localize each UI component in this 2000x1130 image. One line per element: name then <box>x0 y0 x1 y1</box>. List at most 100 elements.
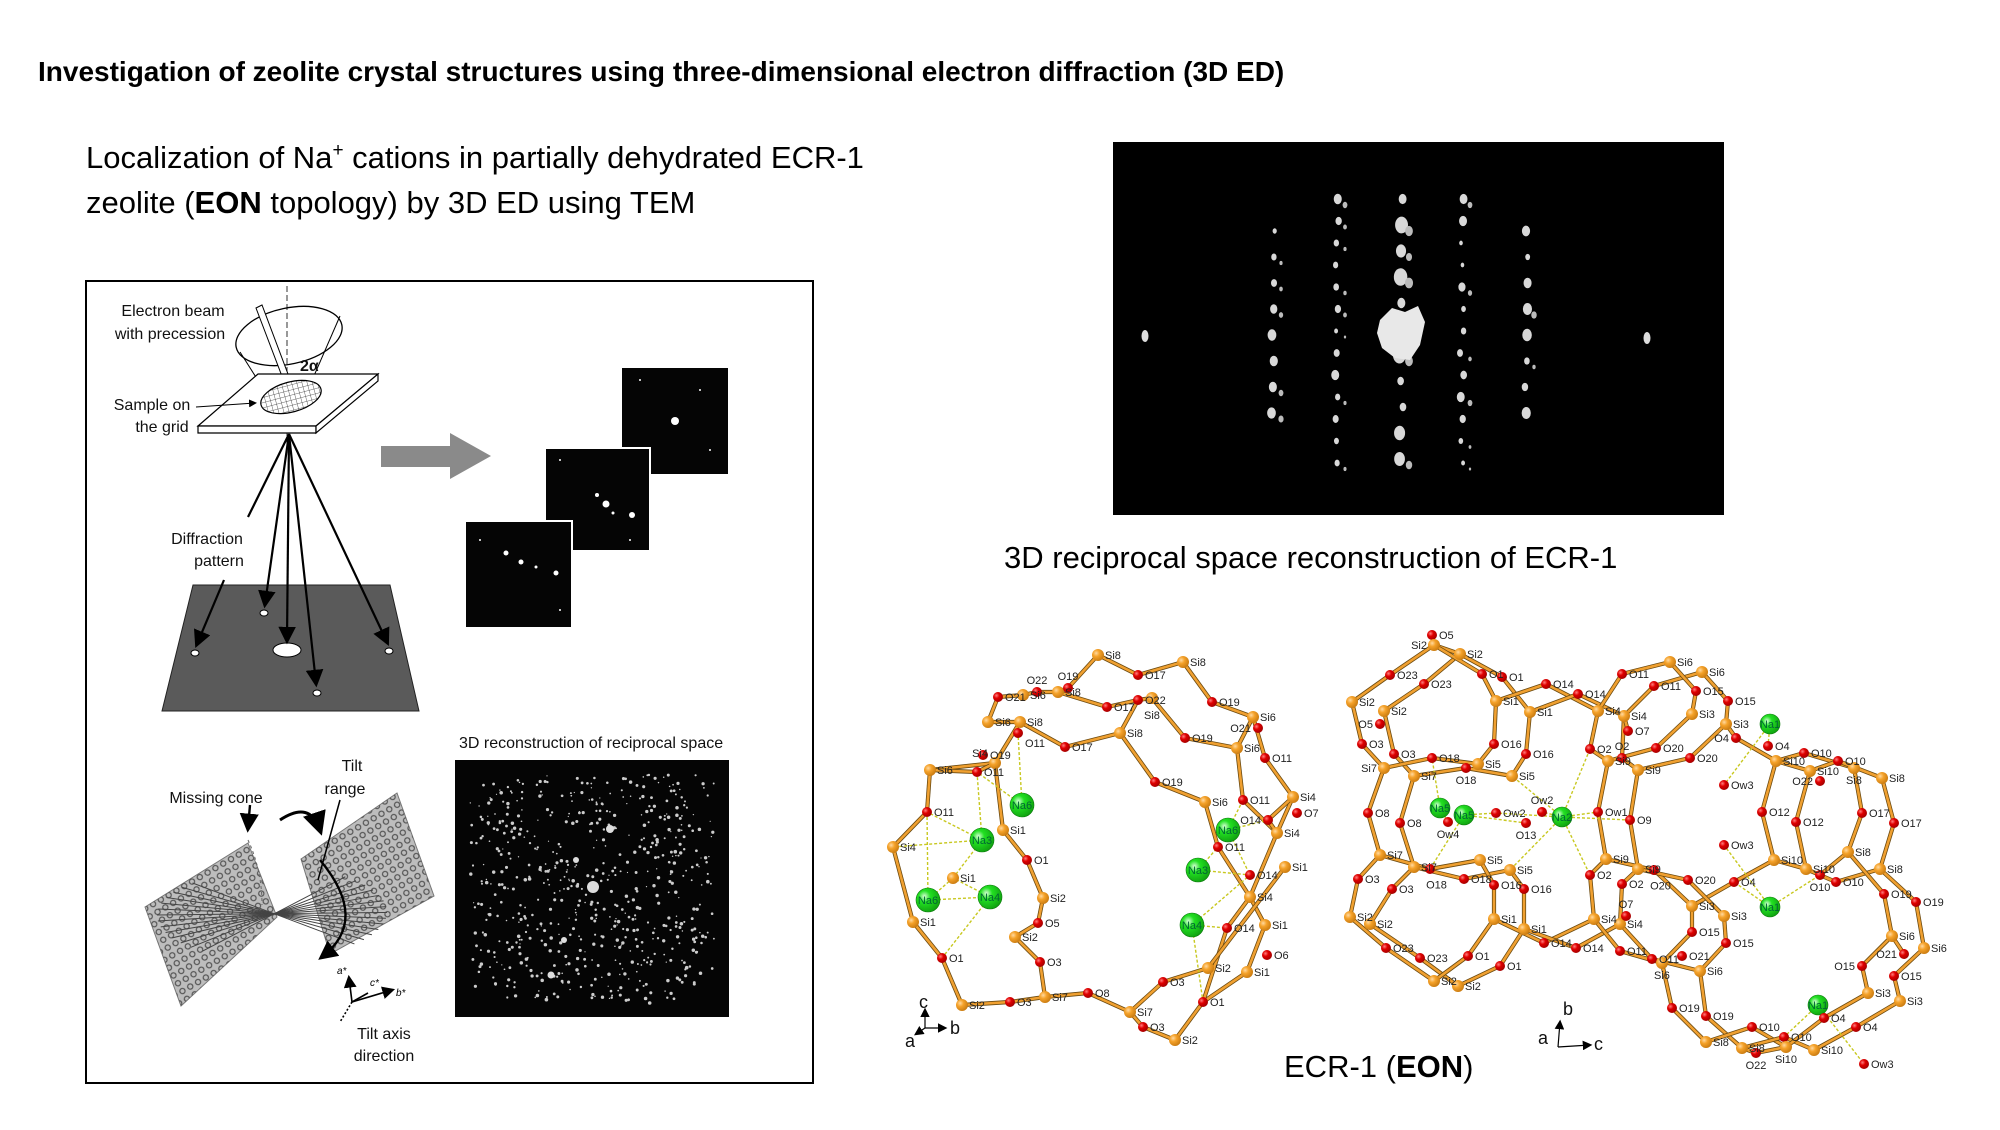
silicon-atom <box>947 872 959 884</box>
reconstruction-spot <box>648 805 651 808</box>
reconstruction-spot <box>693 927 697 931</box>
reconstruction-spot <box>684 800 686 803</box>
reconstruction-spot <box>640 814 643 816</box>
atom-label: O4 <box>1714 733 1729 745</box>
reconstruction-spot <box>649 845 653 849</box>
oxygen-atom <box>1387 884 1397 894</box>
oxygen-atom <box>1022 855 1032 865</box>
reconstruction-spot <box>543 929 547 933</box>
lattice-spot <box>1521 407 1531 419</box>
atom-label: O10 <box>1759 1022 1780 1034</box>
reconstruction-spot <box>656 937 660 940</box>
reconstruction-spot <box>525 964 528 967</box>
atom-label: O7 <box>1619 899 1634 911</box>
reconstruction-spot <box>580 781 584 785</box>
atom-label: Si7 <box>1387 850 1403 862</box>
reconstruction-spot <box>477 902 480 906</box>
reconstruction-spot <box>618 945 622 949</box>
reconstruction-spot <box>671 855 674 858</box>
reconstruction-spot <box>645 809 649 814</box>
reconstruction-spot <box>657 856 660 859</box>
oxygen-atom <box>1207 697 1217 707</box>
atom-label: O3 <box>1047 957 1062 969</box>
reconstruction-spot <box>666 815 671 820</box>
bond <box>1181 661 1214 703</box>
reconstruction-spot <box>601 872 605 875</box>
silicon-atom <box>1378 705 1390 717</box>
reconstruction-spot <box>701 782 705 786</box>
atom-label: Si2 <box>1359 697 1375 709</box>
sodium-atom <box>1759 896 1781 918</box>
reconstruction-spot <box>542 882 545 884</box>
reconstruction-spot <box>518 921 520 923</box>
reconstruction-spot <box>548 883 551 886</box>
reconstruction-spot <box>634 887 638 891</box>
reciprocal-axes-icon <box>339 974 396 1023</box>
bond <box>1618 883 1624 925</box>
oxygen-atom <box>1133 670 1143 680</box>
reconstruction-spot <box>674 836 677 839</box>
lattice-spot <box>1522 328 1532 342</box>
atom-label: Si1 <box>920 917 936 929</box>
atom-label: Na6 <box>1218 825 1238 837</box>
bond <box>1760 760 1778 813</box>
ecr1-structure-left-view: Si8O17Si8O19Si6O21O11Si4O7Si4Si1Si4Si1O6… <box>887 649 1319 1047</box>
reconstruction-spot <box>565 859 569 863</box>
bond <box>1097 653 1139 677</box>
bond <box>1118 699 1140 734</box>
atom-label: Si1 <box>960 873 976 885</box>
oxygen-atom <box>1461 763 1471 773</box>
reconstruction-spot <box>665 799 669 803</box>
reconstruction-spot <box>680 823 683 826</box>
bond <box>1495 682 1547 703</box>
bond <box>1383 756 1433 770</box>
reconstruction-spot <box>685 806 688 809</box>
bond <box>1413 865 1465 881</box>
atom-label: O2 <box>1615 741 1630 753</box>
oxygen-atom <box>1723 696 1733 706</box>
reconstruction-spot <box>519 961 524 965</box>
bond <box>1847 851 1885 895</box>
bond <box>1699 942 1727 972</box>
atom-label: Na3 <box>1188 865 1208 877</box>
atom-label: O19 <box>1923 897 1944 909</box>
atom-label: O3 <box>1365 874 1380 886</box>
reconstruction-spot <box>682 835 686 839</box>
reconstruction-spot <box>480 902 484 906</box>
atom-label: Ow3 <box>1731 780 1754 792</box>
reconstruction-spot <box>652 938 654 940</box>
reconstruction-spot <box>606 781 609 784</box>
silicon-atom <box>1146 692 1158 704</box>
atom-label: O15 <box>1834 961 1855 973</box>
reconstruction-spot <box>488 912 492 917</box>
lattice-spot <box>1643 332 1651 344</box>
reconstruction-spot <box>706 872 709 875</box>
atom-label: Si1 <box>1537 707 1553 719</box>
silicon-atom <box>1588 913 1600 925</box>
lattice-spot <box>1460 327 1467 335</box>
atom-label: O2 <box>1629 879 1644 891</box>
reconstruction-spot <box>564 954 568 958</box>
reconstruction-spot <box>615 827 618 830</box>
oxygen-atom <box>1013 728 1023 738</box>
reconstruction-spot <box>569 792 572 795</box>
reconstruction-spot <box>489 907 492 909</box>
reconstruction-spot <box>469 841 473 845</box>
reconstruction-spot <box>583 957 587 961</box>
silicon-atom <box>1800 863 1812 875</box>
subtitle-text: Localization of Na <box>86 140 333 175</box>
lattice-spot <box>1334 304 1342 314</box>
reconstruction-spot <box>509 857 512 860</box>
sample-grid-plate <box>196 372 380 435</box>
bond <box>1575 922 1621 950</box>
reconstruction-spot <box>667 860 671 864</box>
reconstruction-spot <box>695 863 699 867</box>
reconstruction-spot <box>634 918 637 920</box>
bond <box>1349 916 1387 949</box>
reconstruction-spot <box>479 836 483 840</box>
bond <box>1524 711 1532 755</box>
atom-label: O7 <box>1635 726 1650 738</box>
oxygen-atom <box>1683 875 1693 885</box>
reconstruction-spot <box>559 890 561 892</box>
oxygen-atom <box>1617 879 1627 889</box>
